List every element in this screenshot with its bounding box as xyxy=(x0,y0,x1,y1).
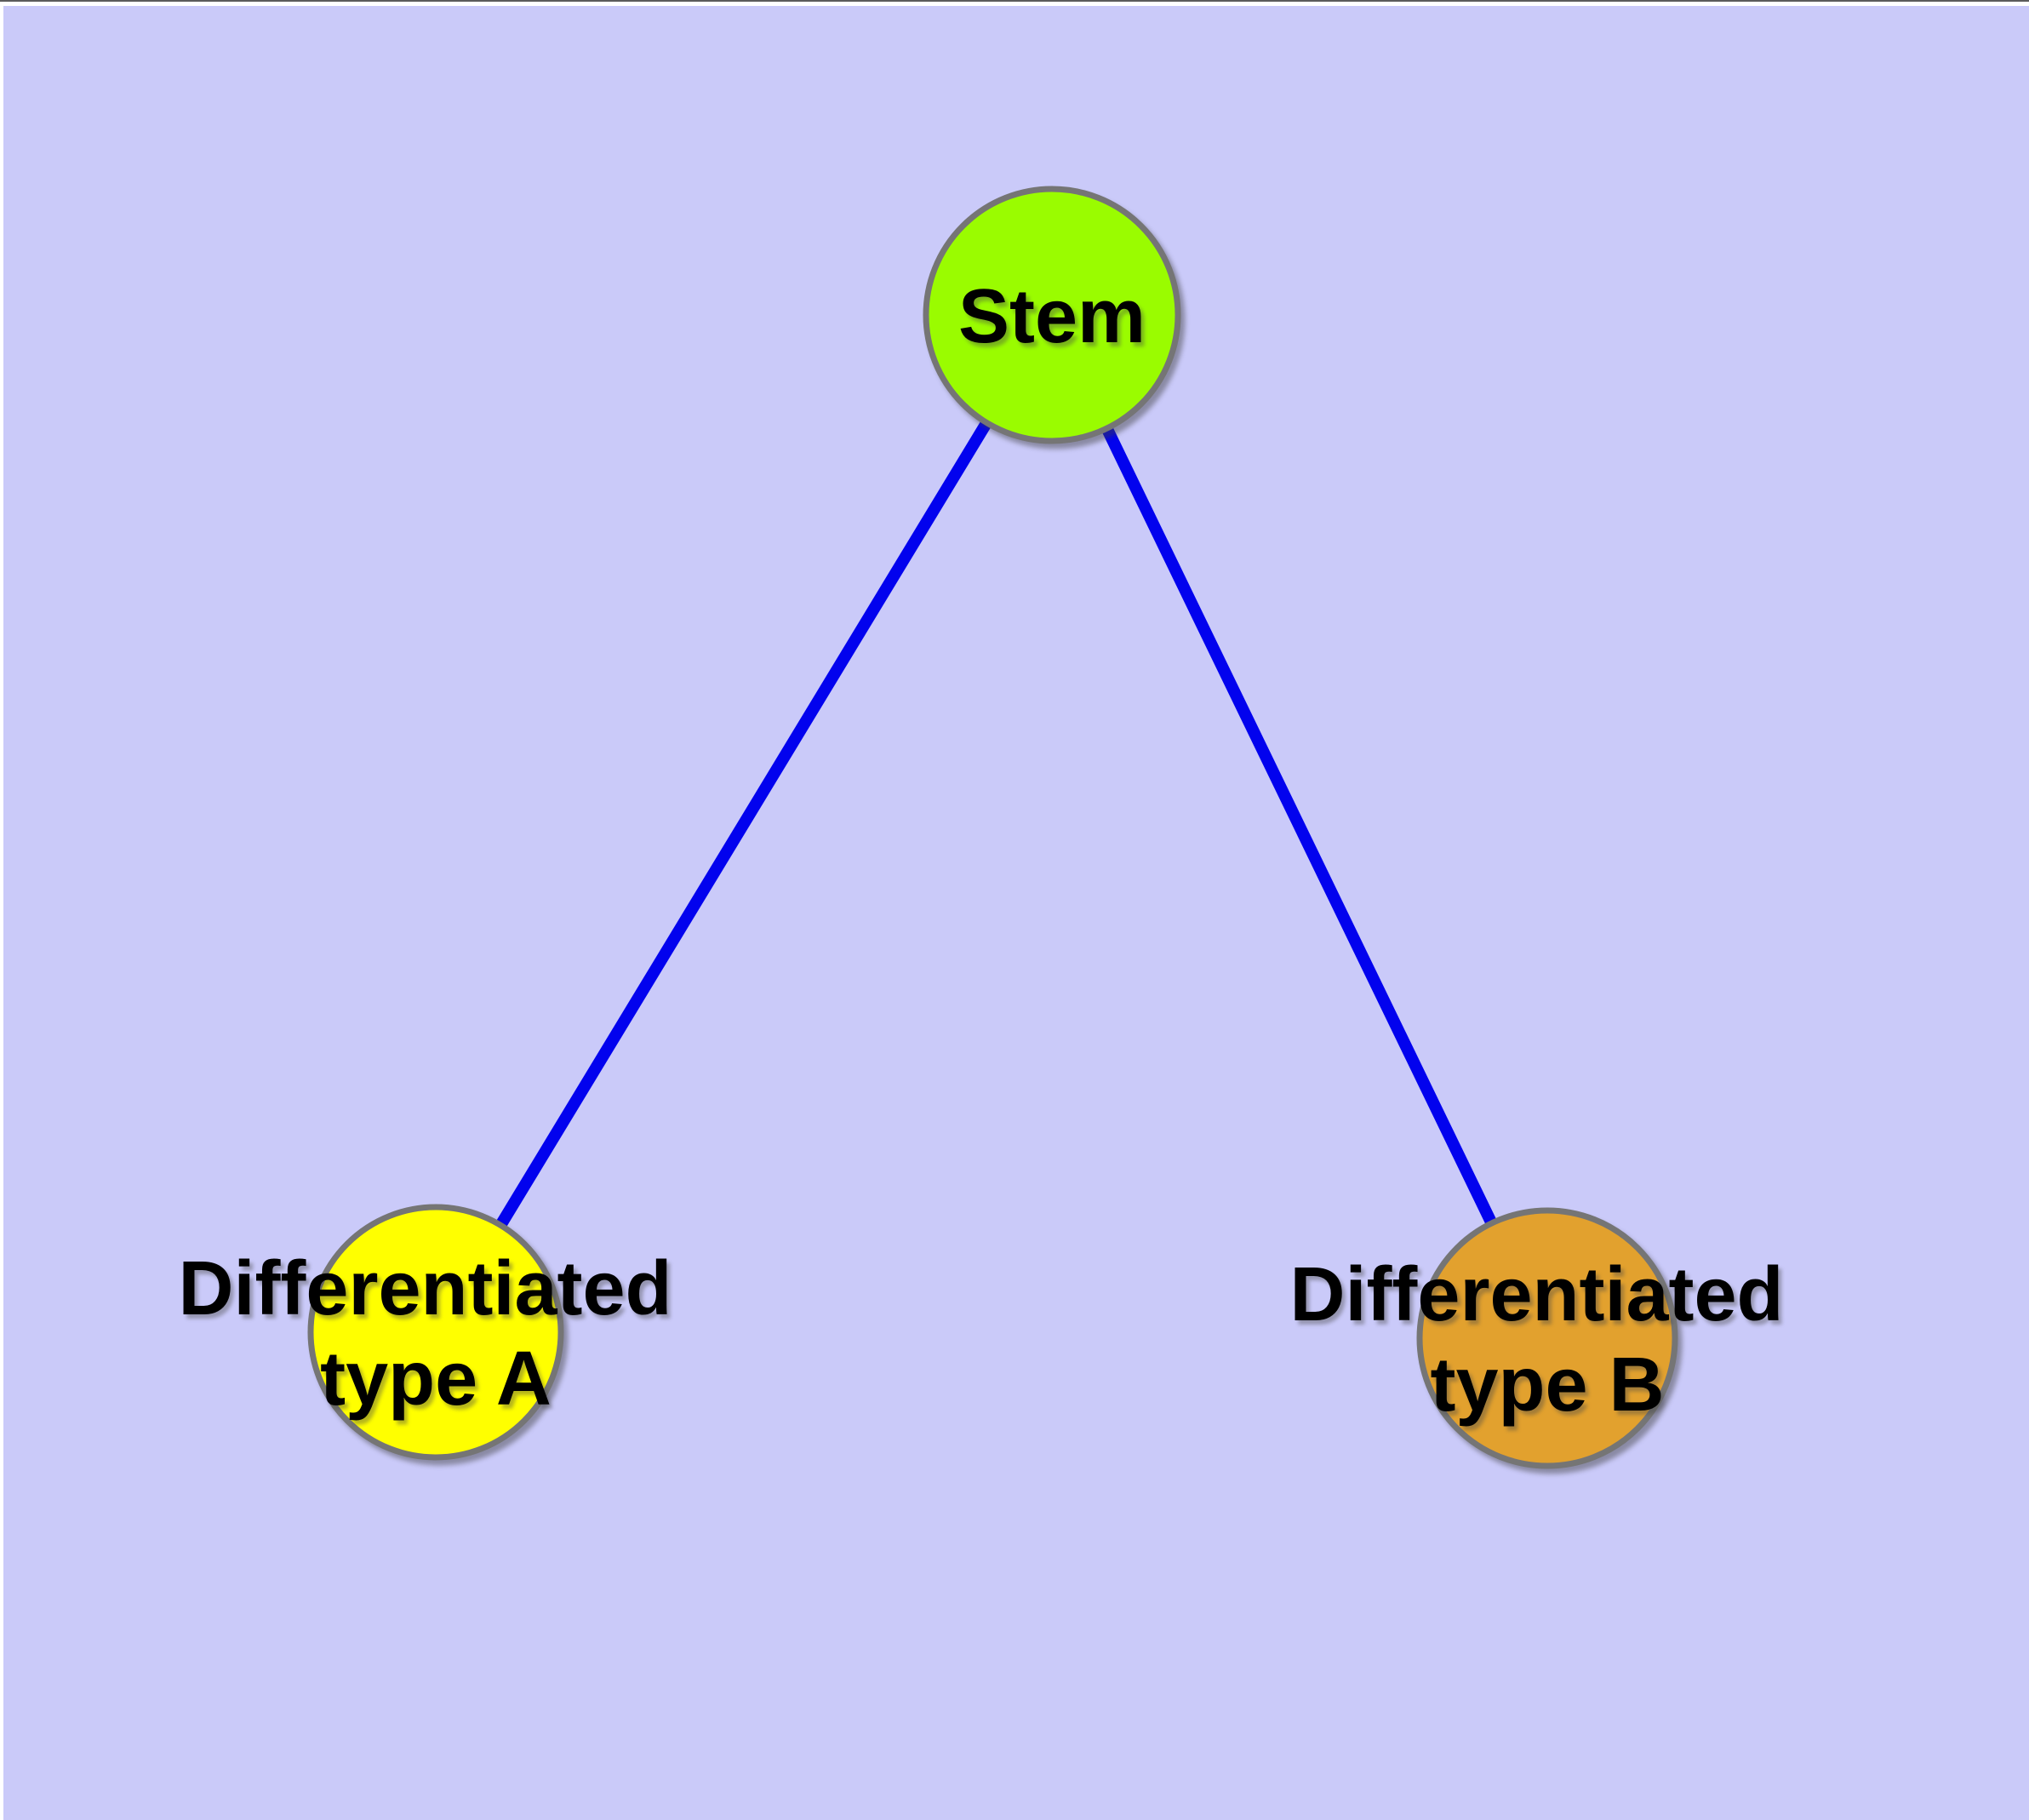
edge-stem-to-type-a xyxy=(430,309,1058,1338)
edge-stem-to-type-b xyxy=(1046,309,1553,1344)
window-frame-top-band xyxy=(0,2,2029,6)
node-type-a-label: Differentiated type A xyxy=(178,1246,693,1422)
node-type-b-label: Differentiated type B xyxy=(1289,1252,1804,1428)
node-type-b-label-line2: type B xyxy=(1430,1342,1664,1428)
window-frame-left-band xyxy=(0,2,3,1820)
node-stem-circle xyxy=(923,186,1181,444)
node-type-b-circle xyxy=(1416,1207,1678,1469)
node-stem-label: Stem xyxy=(958,274,1146,359)
node-type-a-circle xyxy=(307,1204,564,1461)
node-type-a-label-line2: type A xyxy=(320,1336,552,1422)
node-type-a-label-line1: Differentiated xyxy=(178,1246,672,1331)
node-type-b-label-line1: Differentiated xyxy=(1289,1252,1783,1337)
window-frame-top-line xyxy=(0,0,2029,2)
